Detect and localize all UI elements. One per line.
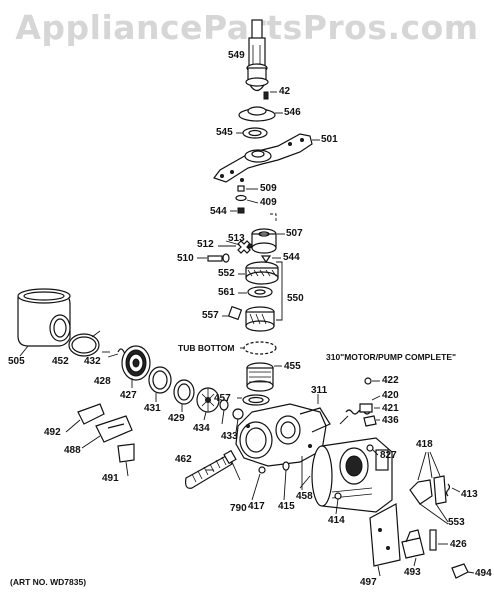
part-label-427: 427 — [120, 390, 137, 401]
part-label-488: 488 — [64, 445, 81, 456]
part-label-493: 493 — [404, 567, 421, 578]
group-bracket-550 — [276, 261, 283, 321]
brackets-492-488-491-drawing — [65, 403, 135, 477]
part-label-549: 549 — [228, 50, 245, 61]
part-label-492: 492 — [44, 427, 61, 438]
part-label-413: 413 — [461, 489, 478, 500]
part-label-434: 434 — [193, 423, 210, 434]
part-label-553: 553 — [448, 517, 465, 528]
part-label-462: 462 — [175, 454, 192, 465]
part-label-455: 455 — [284, 361, 301, 372]
watermark: AppliancePartsPros.com — [15, 8, 479, 47]
cover-428-drawing — [121, 345, 151, 381]
parts-418-413-553-drawing — [409, 451, 461, 525]
part-label-421: 421 — [382, 403, 399, 414]
part-label-417: 417 — [248, 501, 265, 512]
spray-arm-501-drawing — [213, 133, 320, 183]
part-label-436: 436 — [382, 415, 399, 426]
part-label-458: 458 — [296, 491, 313, 502]
parts-497-493-426-494-drawing — [369, 503, 475, 579]
part-label-552: 552 — [218, 268, 235, 279]
part-label-422: 422 — [382, 375, 399, 386]
part-label-497: 497 — [360, 577, 377, 588]
part-label-505: 505 — [8, 356, 25, 367]
cap-546-drawing — [238, 106, 283, 122]
part-label-790: 790 — [230, 503, 247, 514]
part-label-452: 452 — [52, 356, 69, 367]
washer-544-drawing — [260, 255, 281, 264]
leader-lines — [102, 351, 239, 433]
part-label-433: 433 — [221, 431, 238, 442]
housing-552-drawing — [238, 261, 279, 285]
tub-bottom-ring — [243, 341, 277, 355]
duct-505-drawing — [17, 288, 71, 357]
part-label-491: 491 — [102, 473, 119, 484]
part-label-432: 432 — [84, 356, 101, 367]
part-label-457: 457 — [214, 393, 231, 404]
part-label-544-top: 544 — [210, 206, 227, 217]
seal-545-drawing — [236, 127, 268, 139]
part-label-827: 827 — [380, 450, 397, 461]
art-number: (ART NO. WD7835) — [10, 577, 87, 587]
hardware-422-420-421-436-drawing — [339, 377, 381, 427]
hardware-512-513-510-drawing — [197, 240, 253, 263]
hardware-458-827-414-drawing — [301, 444, 379, 515]
part-label-545: 545 — [216, 127, 233, 138]
part-label-513: 513 — [228, 233, 245, 244]
spray-tube-549-drawing — [245, 19, 269, 92]
part-label-415: 415 — [278, 501, 295, 512]
washer-561-drawing — [238, 286, 273, 298]
ring-431-drawing — [173, 379, 195, 405]
part-label-426: 426 — [450, 539, 467, 550]
part-label-544-mid: 544 — [283, 252, 300, 263]
part-label-409: 409 — [260, 197, 277, 208]
part-label-429: 429 — [168, 413, 185, 424]
part-label-418: 418 — [416, 439, 433, 450]
part-label-512: 512 — [197, 239, 214, 250]
part-label-550: 550 — [287, 293, 304, 304]
clamp-452-drawing — [68, 330, 101, 357]
part-label-507: 507 — [286, 228, 303, 239]
part-label-557: 557 — [202, 310, 219, 321]
tub-bottom-note: TUB BOTTOM — [178, 343, 235, 353]
part-label-501: 501 — [321, 134, 338, 145]
hardware-509-409-544-drawing — [230, 185, 277, 222]
pump-hub-507-drawing — [251, 228, 285, 254]
part-label-420: 420 — [382, 390, 399, 401]
hose-462-drawing — [185, 449, 241, 489]
part-label-494: 494 — [475, 568, 492, 579]
part-label-414: 414 — [328, 515, 345, 526]
small-parts-434-433-drawing — [219, 399, 244, 420]
part-label-546: 546 — [284, 107, 301, 118]
part-label-561: 561 — [218, 287, 235, 298]
part-label-431: 431 — [144, 403, 161, 414]
pump-body-311-drawing — [235, 394, 331, 467]
fasteners-417-415-drawing — [251, 461, 290, 501]
part-label-42: 42 — [279, 86, 291, 97]
ring-457-drawing — [237, 394, 270, 406]
strainer-455-drawing — [246, 362, 282, 392]
motor-pump-note: 310"MOTOR/PUMP COMPLETE" — [326, 352, 457, 362]
part-label-510: 510 — [177, 253, 194, 264]
part-label-428: 428 — [94, 376, 111, 387]
part-label-509: 509 — [260, 183, 277, 194]
screw-42-drawing — [263, 91, 277, 100]
part-label-311: 311 — [311, 385, 328, 396]
impeller-557-drawing — [222, 305, 275, 332]
gasket-427-drawing — [148, 366, 172, 394]
impeller-429-drawing — [196, 387, 220, 413]
